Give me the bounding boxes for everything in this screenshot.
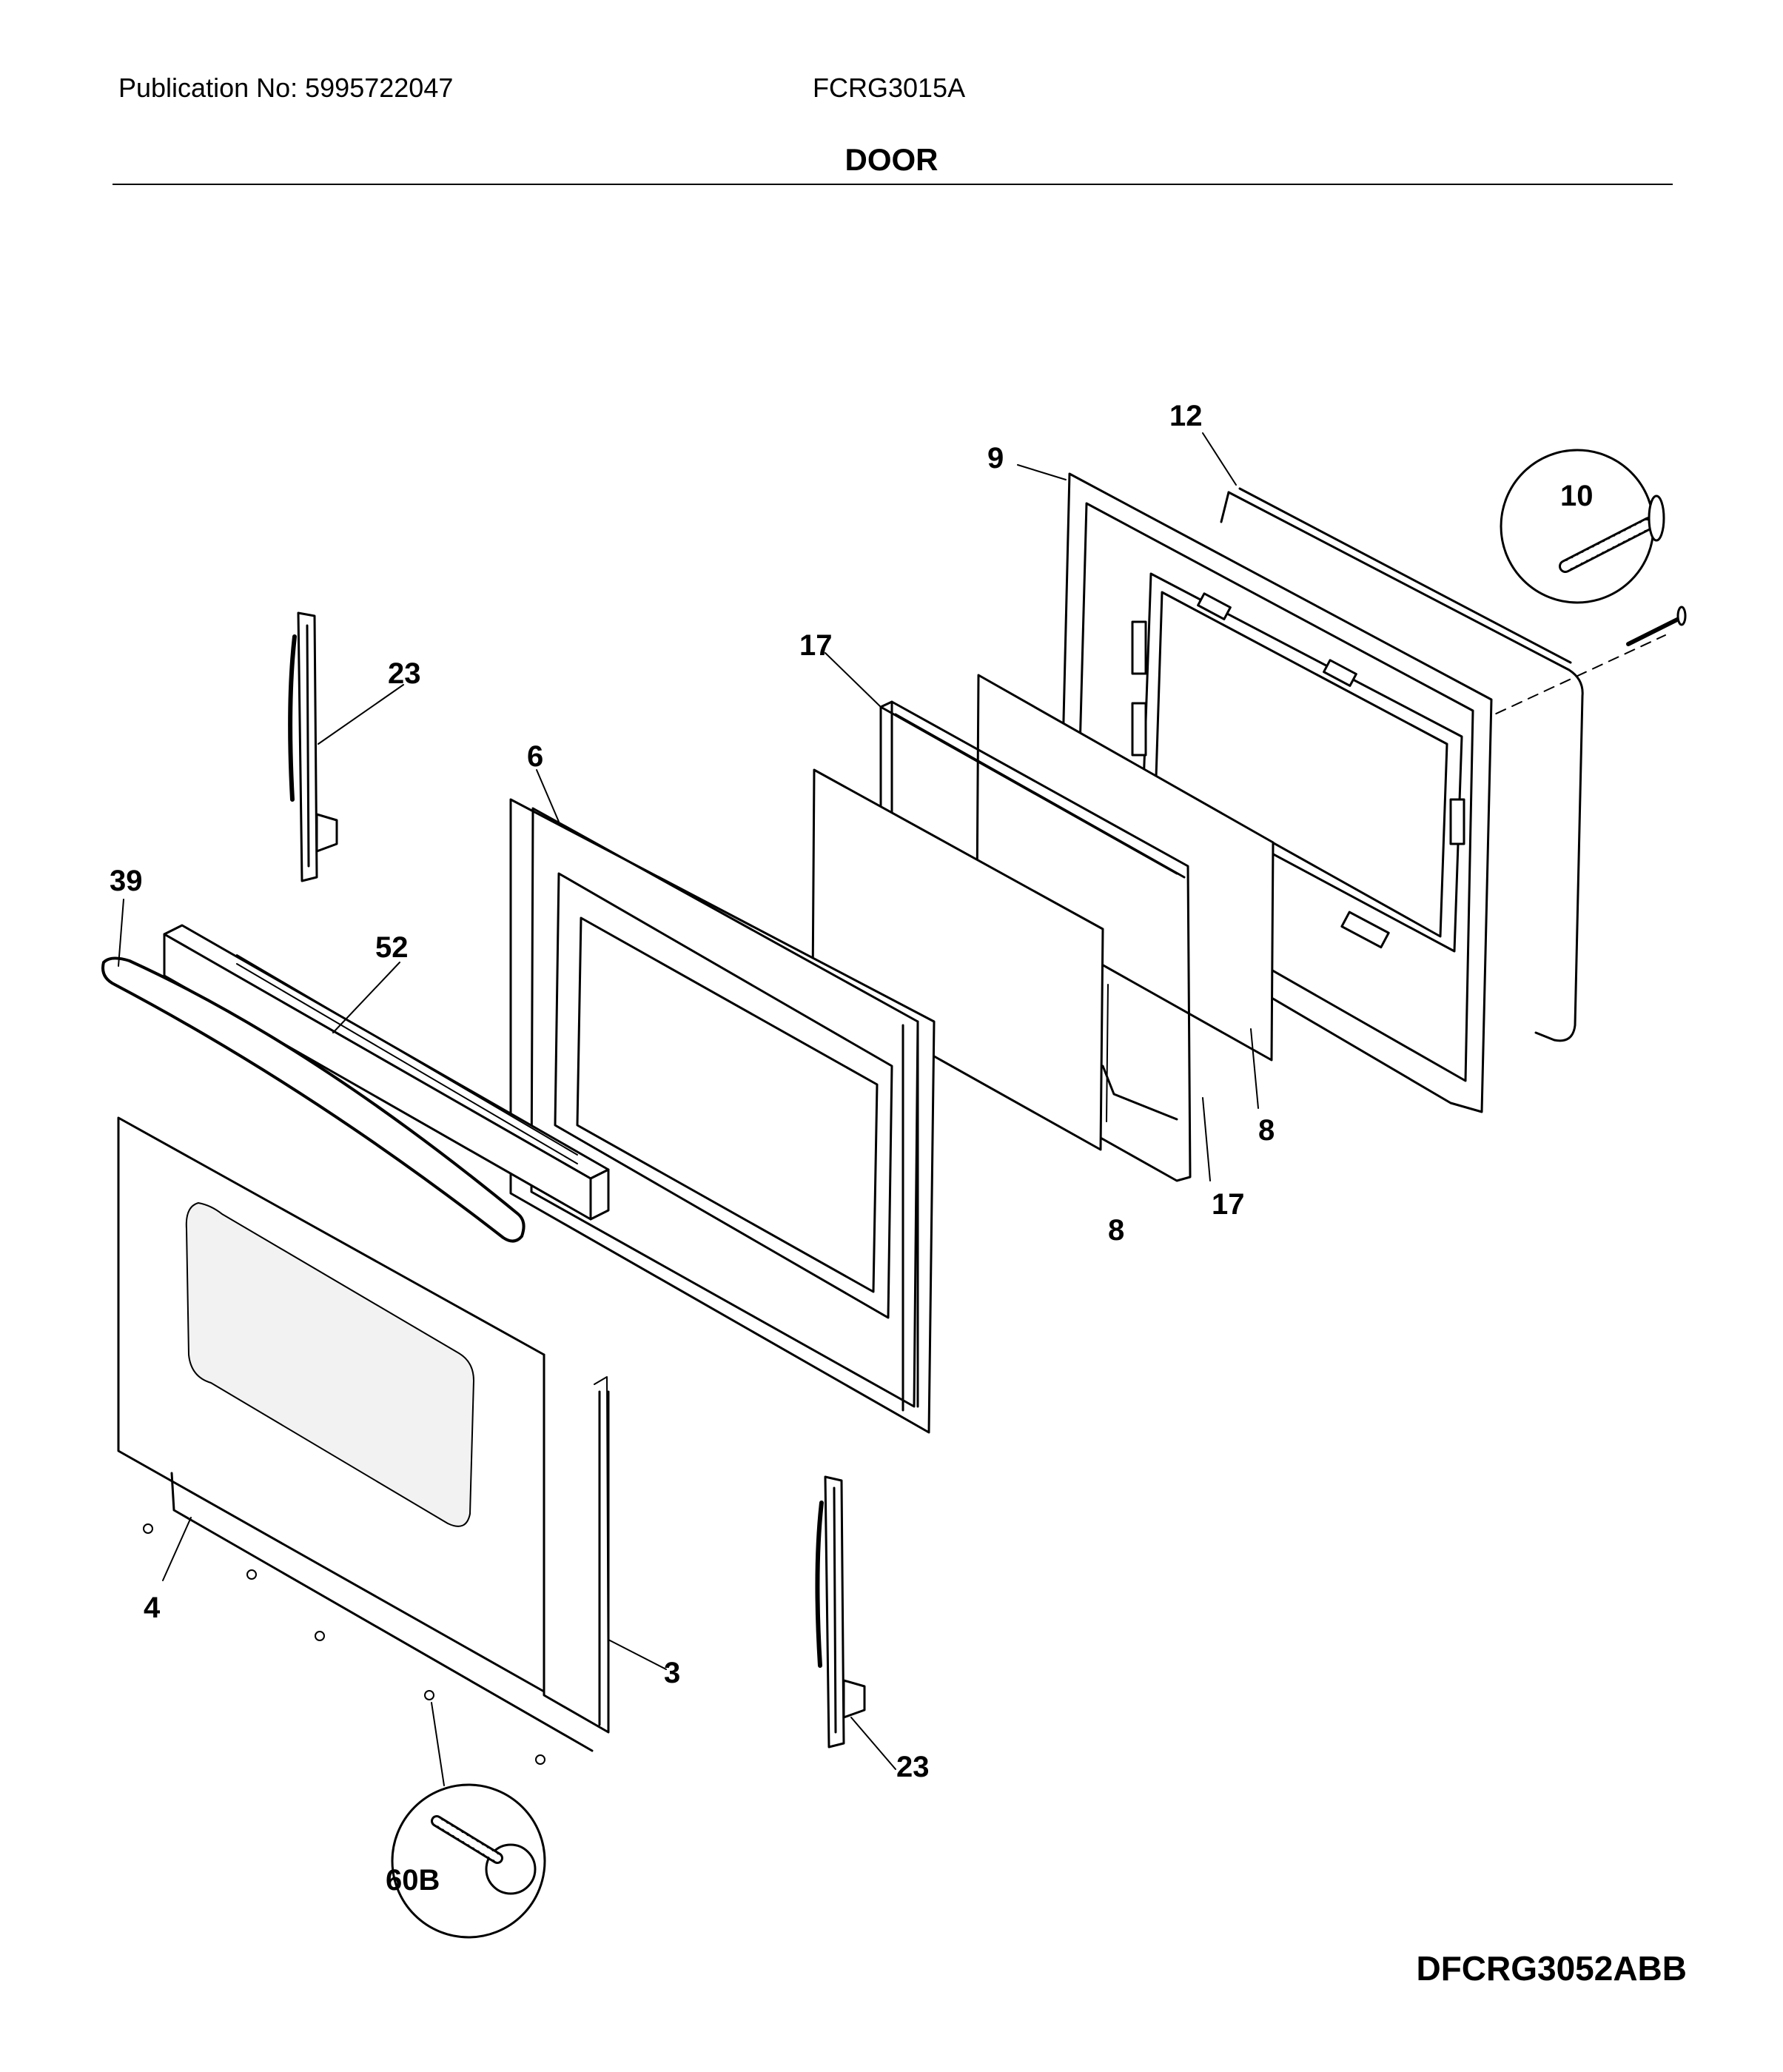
- callout-8-left: 8: [1108, 1214, 1124, 1247]
- callout-8-right: 8: [1258, 1114, 1275, 1147]
- callout-3: 3: [664, 1657, 680, 1689]
- callout-9: 9: [987, 442, 1004, 475]
- diagram-code: DFCRG3052ABB: [1416, 1949, 1687, 1988]
- callout-60b: 60B: [386, 1864, 440, 1897]
- callout-12: 12: [1169, 400, 1203, 432]
- screw-detail-60b: [391, 1783, 546, 1939]
- callout-17-top: 17: [799, 629, 833, 662]
- door-frame-shield: [509, 798, 936, 1434]
- page-title: DOOR: [845, 142, 938, 177]
- callout-labels: 12 9 10 23 17 6 39 52 8 17 8 4 3 23 60B: [110, 400, 1594, 1897]
- callout-6: 6: [527, 740, 543, 773]
- callout-10: 10: [1560, 480, 1594, 512]
- callout-39: 39: [110, 865, 143, 897]
- glass-panel-front: [811, 768, 1104, 1151]
- callout-23-top: 23: [388, 657, 421, 690]
- callout-17-bottom: 17: [1212, 1188, 1245, 1221]
- door-handle: [101, 956, 526, 1243]
- screw-detail-10: [1500, 449, 1687, 646]
- leader-lines: [118, 432, 1259, 1786]
- glass-panel-rear: [976, 674, 1275, 1062]
- hinge-top: [288, 611, 338, 882]
- outer-door-panel: [117, 1116, 610, 1752]
- vent-trim-bar: [163, 924, 610, 1221]
- door-gasket: [1220, 487, 1584, 1042]
- callout-4: 4: [144, 1592, 161, 1624]
- header-divider: [113, 184, 1673, 185]
- publication-number: Publication No: 5995722047: [118, 73, 454, 103]
- hinge-bottom: [815, 1475, 866, 1749]
- callout-52: 52: [375, 931, 409, 964]
- callout-23-bottom: 23: [896, 1751, 930, 1783]
- model-number: FCRG3015A: [813, 73, 966, 103]
- door-screws: [143, 1523, 545, 1765]
